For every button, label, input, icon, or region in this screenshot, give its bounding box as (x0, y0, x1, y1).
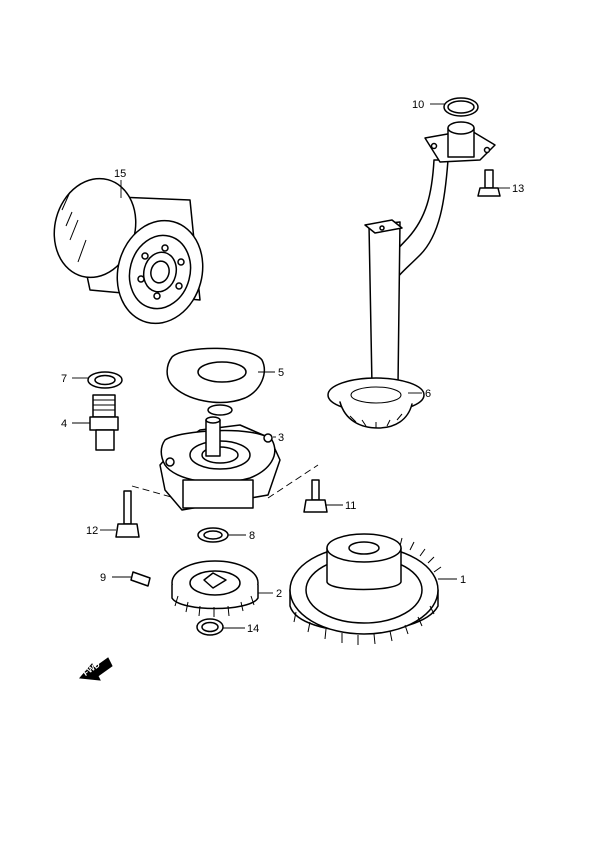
callout-7: 7 (61, 373, 67, 385)
callout-1: 1 (460, 574, 466, 586)
callout-3: 3 (278, 432, 284, 444)
part-pin-9 (130, 571, 151, 587)
callout-8: 8 (249, 530, 255, 542)
part-bolt-12 (115, 490, 140, 538)
callout-2: 2 (276, 588, 282, 600)
fwd-arrow-icon: FWD (78, 657, 113, 681)
callout-13: 13 (512, 183, 524, 195)
part-bolt-13 (477, 169, 501, 197)
part-gasket-ring-7 (87, 371, 123, 389)
part-ring-14 (196, 618, 224, 636)
part-pressure-switch (89, 394, 119, 451)
part-washer-8 (197, 527, 229, 543)
callout-9: 9 (100, 572, 106, 584)
leader-lines (72, 103, 510, 629)
callout-15: 15 (114, 168, 126, 180)
callout-11: 11 (345, 500, 356, 512)
part-bolt-11 (303, 479, 328, 513)
part-oil-filter (53, 177, 204, 325)
part-pump-gear (171, 560, 259, 617)
part-gasket-plate (166, 347, 266, 404)
callout-6: 6 (425, 388, 431, 400)
part-o-ring-top (443, 97, 479, 117)
part-large-gear (289, 533, 442, 645)
callout-5: 5 (278, 367, 284, 379)
callout-4: 4 (61, 418, 67, 430)
callout-numbers: 15 10 13 7 4 5 6 3 11 12 8 9 2 14 1 (61, 99, 524, 635)
part-oil-pump-body (131, 404, 319, 511)
callout-10: 10 (412, 99, 424, 111)
callout-12: 12 (86, 525, 98, 537)
callout-14: 14 (247, 623, 259, 635)
part-oil-strainer (327, 121, 496, 429)
